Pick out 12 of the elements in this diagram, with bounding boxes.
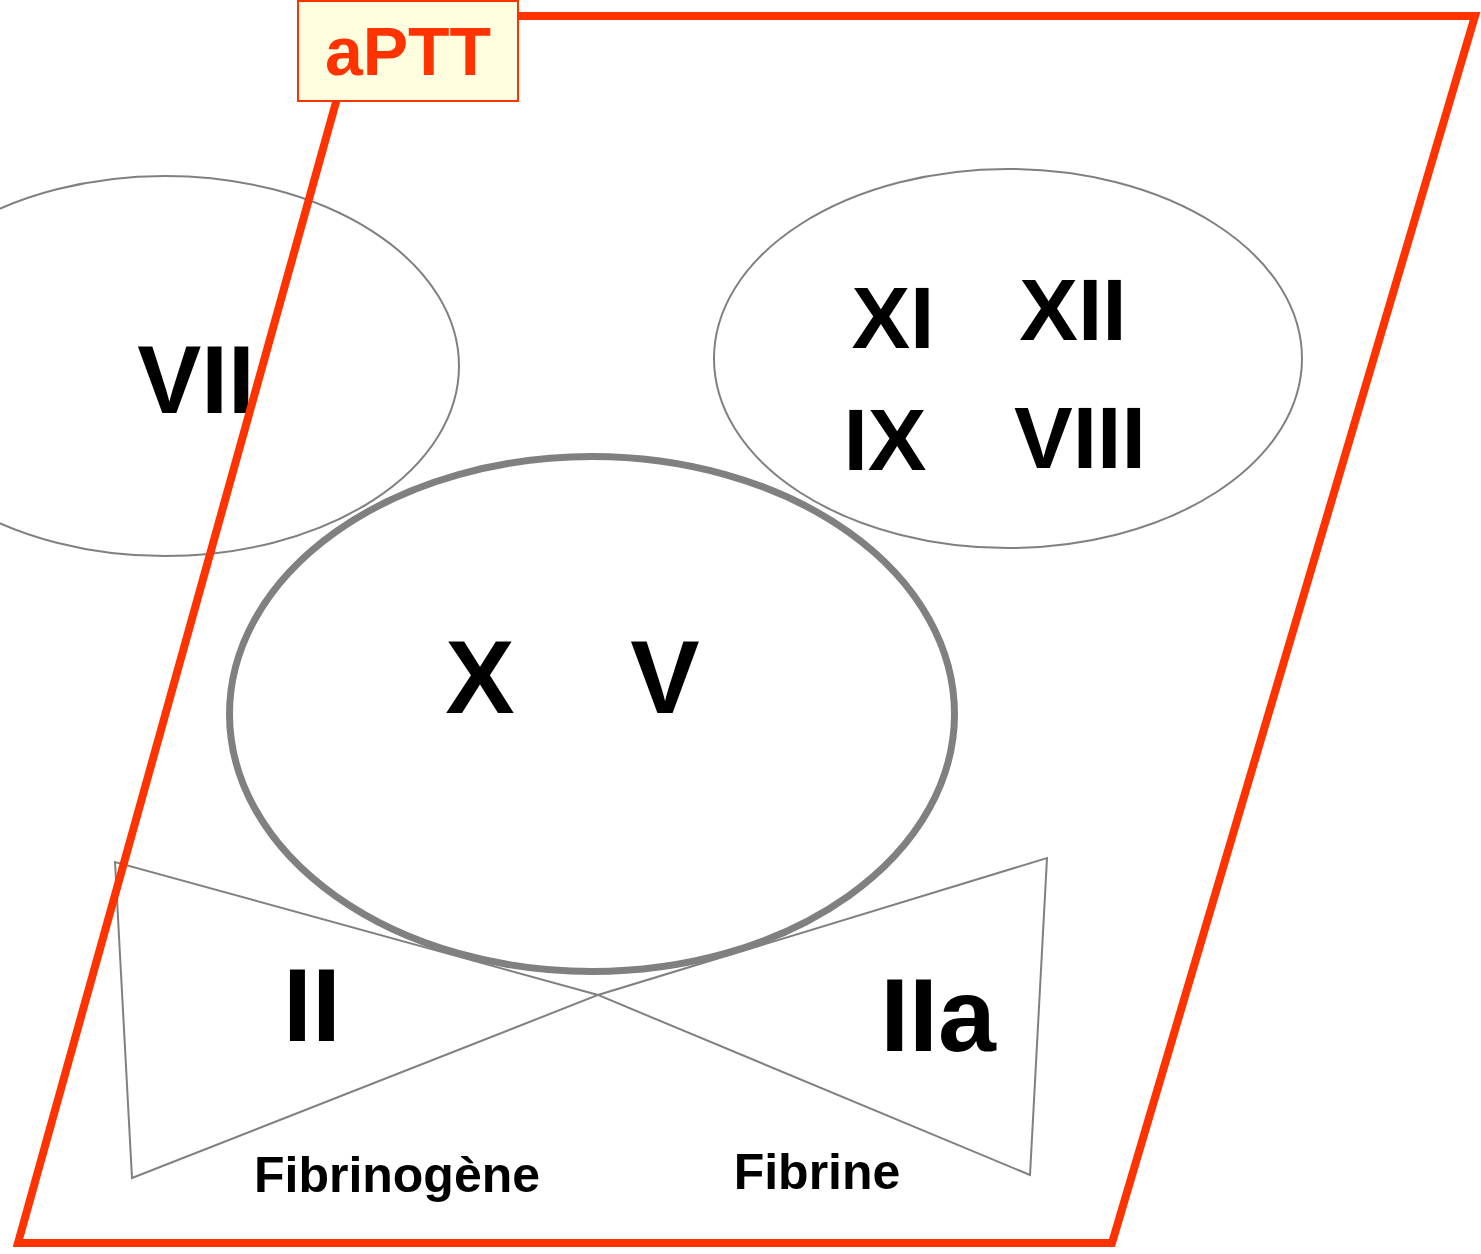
factor-label: VIII [1014, 394, 1146, 482]
substance-label: Fibrinogène [253, 1150, 541, 1200]
factor-label: V [630, 625, 700, 729]
heading-tab: aPTT [297, 0, 519, 102]
factor-label: IIa [880, 963, 996, 1067]
factor-label: XII [1019, 266, 1127, 354]
factor-label: X [445, 625, 515, 729]
factor-label: IX [843, 396, 927, 484]
factor-label: II [283, 953, 341, 1057]
substance-label: Fibrine [733, 1147, 901, 1197]
factor-label: VII [137, 332, 255, 428]
factor-label: XI [851, 274, 935, 362]
